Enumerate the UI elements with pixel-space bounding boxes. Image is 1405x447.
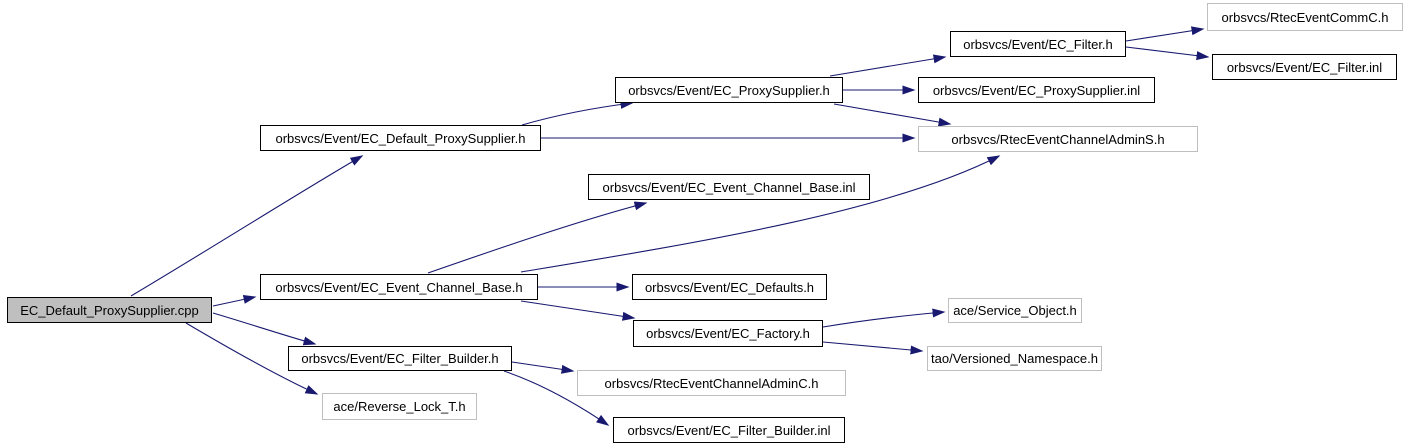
edge-ec-default-proxysupplier-cpp-to-ec-event-channel-base-h — [212, 295, 257, 307]
node-label: orbsvcs/Event/EC_Filter_Builder.inl — [627, 422, 831, 438]
node-ec-event-channel-base-inl[interactable]: orbsvcs/Event/EC_Event_Channel_Base.inl — [588, 174, 870, 200]
node-label: orbsvcs/Event/EC_Factory.h — [646, 326, 810, 341]
node-label: ace/Service_Object.h — [953, 303, 1077, 318]
node-label: orbsvcs/RtecEventChannelAdminC.h — [604, 375, 819, 391]
edge-ec-factory-h-to-tao-versioned-namespace-h — [822, 341, 924, 355]
node-label: orbsvcs/RtecEventChannelAdminS.h — [951, 131, 1165, 147]
node-ec-default-proxysupplier-cpp: EC_Default_ProxySupplier.cpp — [7, 297, 212, 323]
node-label: orbsvcs/Event/EC_Defaults.h — [644, 279, 815, 295]
node-ec-proxysupplier-inl[interactable]: orbsvcs/Event/EC_ProxySupplier.inl — [918, 77, 1155, 103]
node-label: orbsvcs/Event/EC_Filter_Builder.h — [301, 351, 499, 366]
edge-ec-event-channel-base-h-to-ec-event-channel-base-inl — [427, 201, 648, 274]
node-label: orbsvcs/Event/EC_Event_Channel_Base.h — [275, 279, 523, 295]
edge-ec-default-proxysupplier-h-to-ec-proxysupplier-h — [521, 99, 634, 126]
node-ec-filter-builder-inl[interactable]: orbsvcs/Event/EC_Filter_Builder.inl — [613, 417, 845, 443]
node-label: orbsvcs/Event/EC_Event_Channel_Base.inl — [602, 179, 856, 195]
node-ace-service-object-h: ace/Service_Object.h — [948, 298, 1082, 323]
node-rtec-event-channel-admins-h: orbsvcs/RtecEventChannelAdminS.h — [918, 126, 1198, 152]
node-label: ace/Reverse_Lock_T.h — [333, 399, 466, 414]
node-label: orbsvcs/Event/EC_ProxySupplier.inl — [932, 82, 1141, 98]
edge-ec-proxysupplier-h-to-ec-filter-h — [829, 54, 947, 77]
node-label: orbsvcs/Event/EC_Filter.inl — [1226, 59, 1383, 75]
node-rtec-event-commc-h: orbsvcs/RtecEventCommC.h — [1207, 3, 1403, 31]
edge-ec-proxysupplier-h-to-rtec-event-channel-admins-h — [833, 103, 952, 127]
node-ec-factory-h[interactable]: orbsvcs/Event/EC_Factory.h — [633, 320, 823, 347]
node-ec-filter-h[interactable]: orbsvcs/Event/EC_Filter.h — [950, 31, 1126, 57]
node-label: EC_Default_ProxySupplier.cpp — [20, 302, 199, 318]
edge-ec-event-channel-base-h-to-ec-factory-h — [520, 300, 636, 321]
edge-ec-factory-h-to-ace-service-object-h — [822, 308, 946, 328]
node-ec-filter-builder-h[interactable]: orbsvcs/Event/EC_Filter_Builder.h — [288, 346, 512, 371]
edge-ec-filter-builder-h-to-rtec-event-channel-adminc-h — [511, 361, 575, 374]
node-label: orbsvcs/Event/EC_Filter.h — [963, 36, 1113, 52]
node-ec-default-proxysupplier-h[interactable]: orbsvcs/Event/EC_Default_ProxySupplier.h — [260, 125, 541, 151]
node-tao-versioned-namespace-h: tao/Versioned_Namespace.h — [927, 346, 1102, 371]
node-label: orbsvcs/RtecEventCommC.h — [1221, 9, 1389, 25]
edge-ec-default-proxysupplier-cpp-to-ec-filter-builder-h — [212, 312, 317, 346]
node-ec-defaults-h[interactable]: orbsvcs/Event/EC_Defaults.h — [632, 274, 827, 300]
node-ec-proxysupplier-h[interactable]: orbsvcs/Event/EC_ProxySupplier.h — [615, 77, 843, 103]
edge-ec-filter-h-to-ec-filter-inl — [1125, 46, 1210, 61]
node-label: orbsvcs/Event/EC_ProxySupplier.h — [628, 82, 830, 98]
node-ec-filter-inl[interactable]: orbsvcs/Event/EC_Filter.inl — [1212, 54, 1397, 80]
node-label: tao/Versioned_Namespace.h — [931, 351, 1098, 366]
edge-ec-filter-h-to-rtec-event-commc-h — [1125, 26, 1205, 42]
node-ec-event-channel-base-h[interactable]: orbsvcs/Event/EC_Event_Channel_Base.h — [260, 274, 538, 300]
node-rtec-event-channel-adminc-h: orbsvcs/RtecEventChannelAdminC.h — [577, 370, 846, 396]
node-label: orbsvcs/Event/EC_Default_ProxySupplier.h — [275, 130, 526, 146]
node-ace-reverse-lock-t-h: ace/Reverse_Lock_T.h — [322, 393, 477, 420]
